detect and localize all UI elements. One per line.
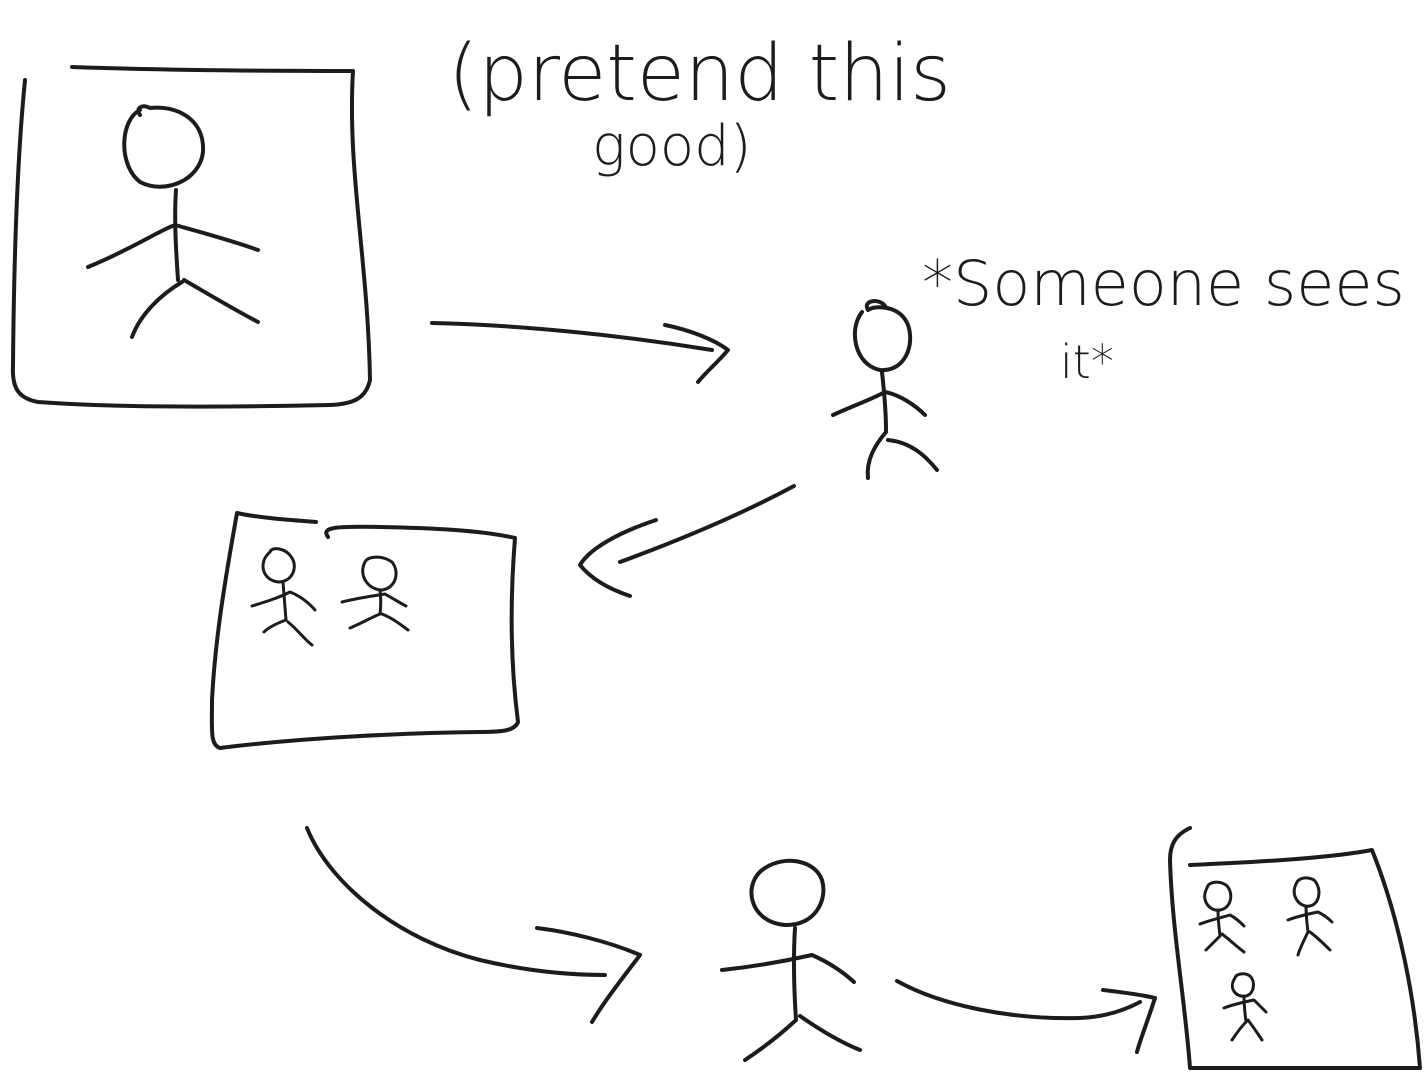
arrow-to-viewer [430,321,730,384]
stick-figure-large [86,104,260,339]
stick-figure-small-1 [250,547,317,647]
annotation-someone-sees: *Someone sees it* [922,247,1405,389]
picture-frame-1 [10,65,372,409]
annotation-pretend-line2: good) [592,114,752,179]
annotation-someone-line2: it* [1060,335,1114,389]
annotation-pretend-line1: (pretend this [448,29,951,119]
annotation-pretend: (pretend this good) [448,29,951,179]
stick-figure-viewer [831,299,939,480]
arrow-to-frame-2 [578,484,796,598]
arrow-to-second-viewer [305,826,642,1024]
arrow-to-frame-3 [895,979,1157,1054]
stick-figure-tiny-1 [1198,880,1246,954]
picture-frame-3 [1168,826,1422,1071]
annotation-someone-line1: *Someone sees [922,247,1405,320]
stick-figure-tiny-2 [1286,876,1334,957]
stick-figure-second-viewer [720,858,862,1062]
stick-figure-small-2 [340,555,410,632]
stick-figure-tiny-3 [1222,972,1268,1042]
picture-frame-2 [209,511,520,750]
